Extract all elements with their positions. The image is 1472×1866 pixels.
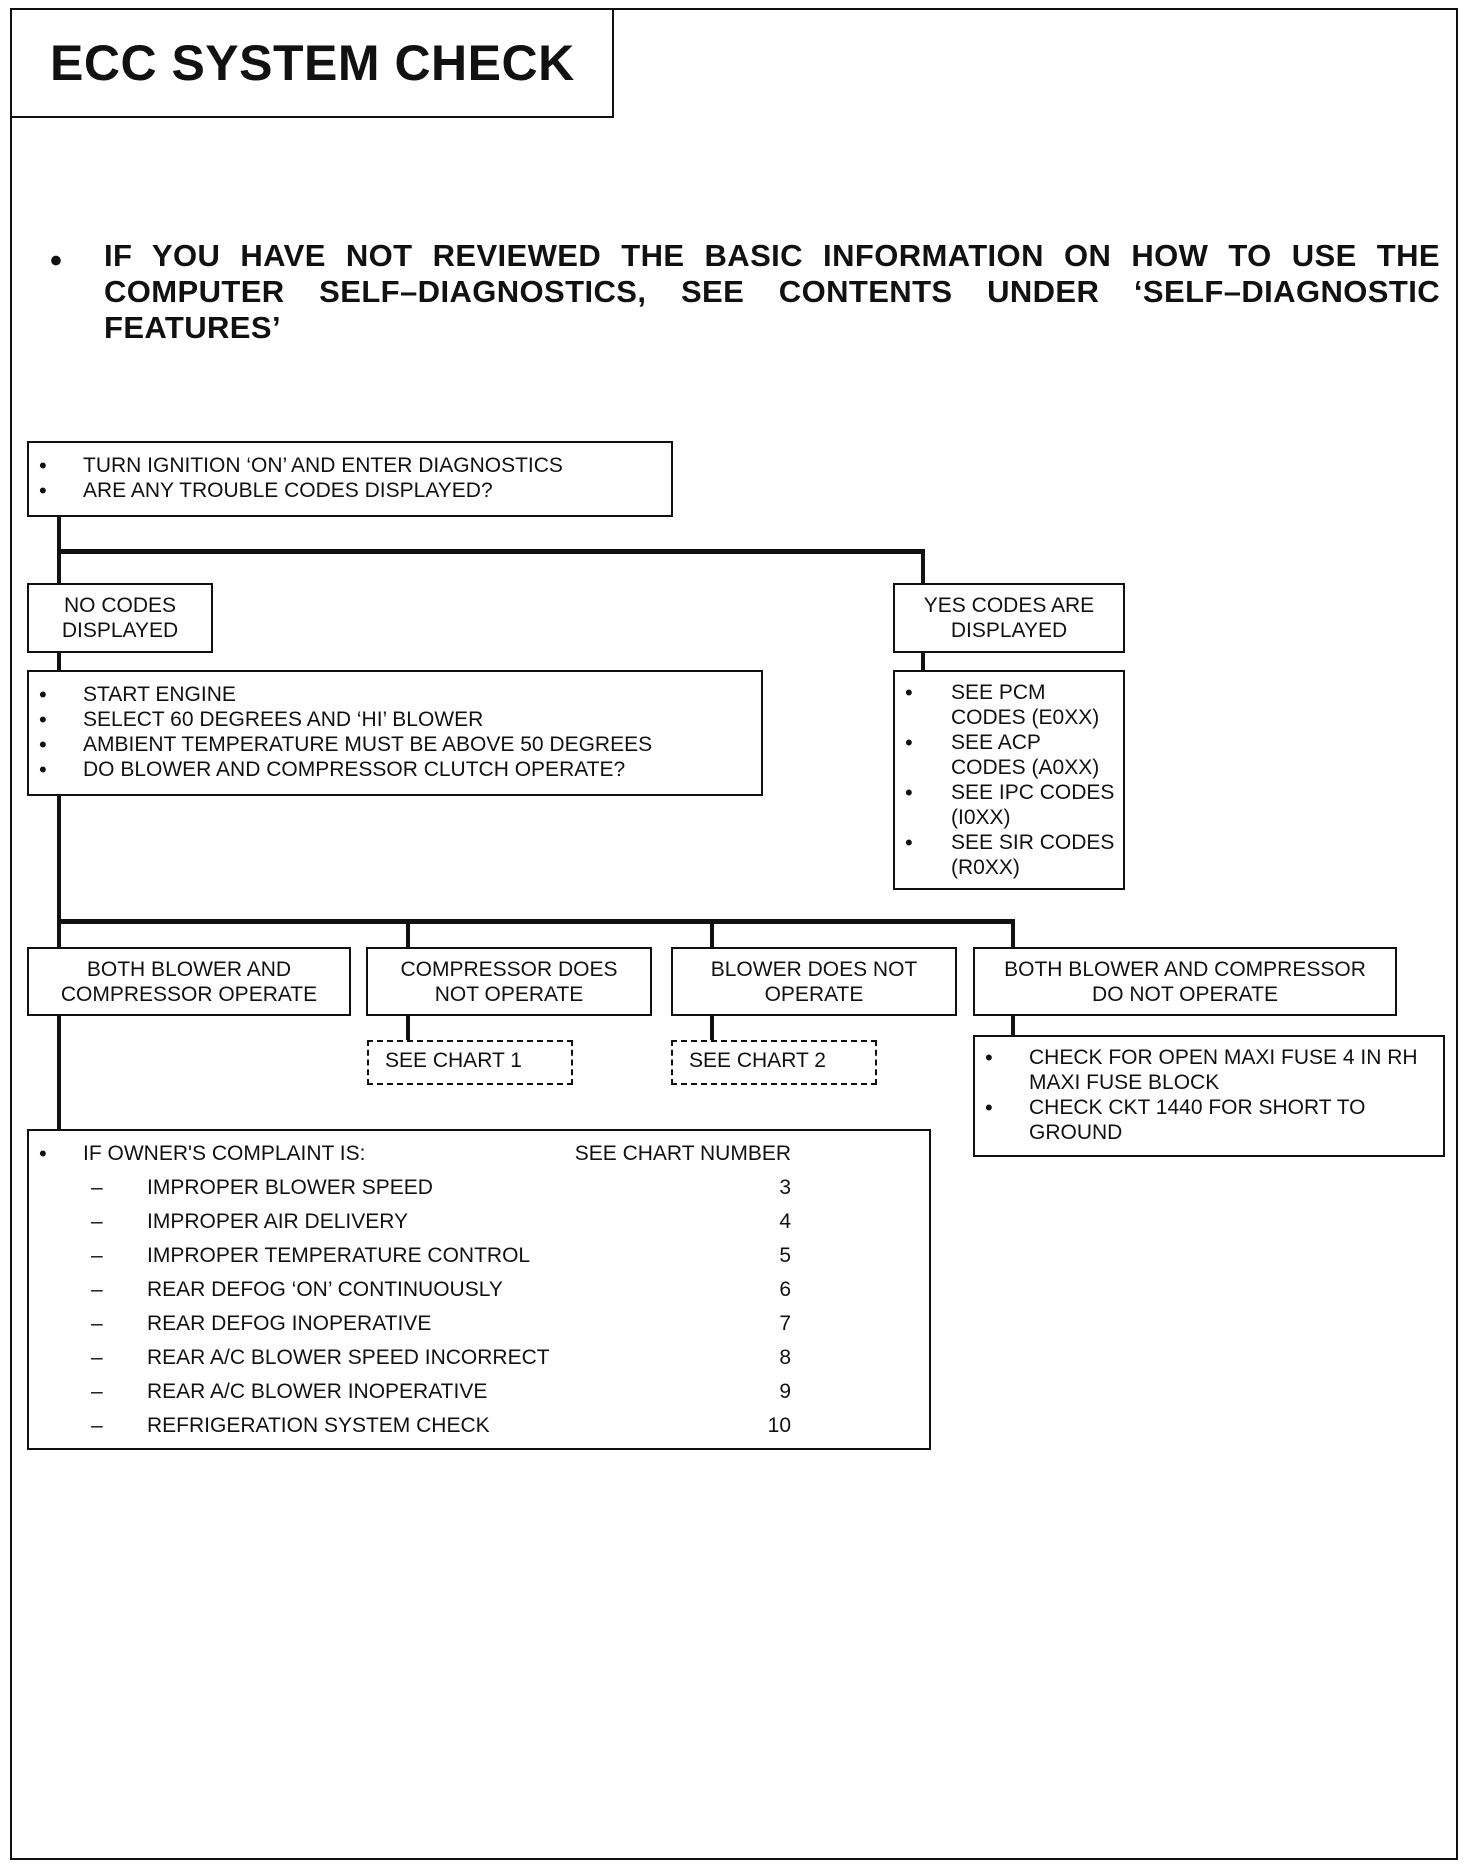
blower-not-box: BLOWER DOES NOT OPERATE [671,947,957,1016]
dash-marker: – [91,1278,103,1301]
owner-complaint-box: • IF OWNER'S COMPLAINT IS: SEE CHART NUM… [27,1129,931,1450]
complaint-row: – IMPROPER TEMPERATURE CONTROL 5 [29,1239,793,1273]
complaint-header-left: IF OWNER'S COMPLAINT IS: [83,1142,366,1165]
both-not-box: BOTH BLOWER AND COMPRESSOR DO NOT OPERAT… [973,947,1397,1016]
see-chart-2-box[interactable]: SEE CHART 2 [671,1040,877,1085]
dash-marker: – [91,1312,103,1335]
complaint-label: REAR A/C BLOWER INOPERATIVE [147,1380,488,1403]
connector-both-not-drop [1011,919,1015,947]
connector-outcome-horizontal [57,919,1015,924]
connector-fuse [1011,1015,1015,1035]
page-title: ECC SYSTEM CHECK [50,35,575,91]
list-item: DO BLOWER AND COMPRESSOR CLUTCH OPERATE? [29,757,761,782]
connector-compressor-drop [406,919,410,947]
list-item: ARE ANY TROUBLE CODES DISPLAYED? [29,478,671,503]
no-codes-label: NO CODES DISPLAYED [61,594,179,642]
list-item: SEE SIR CODES (R0XX) [895,830,1123,880]
title-box: ECC SYSTEM CHECK [10,8,614,118]
list-item: AMBIENT TEMPERATURE MUST BE ABOVE 50 DEG… [29,732,761,757]
dash-marker: – [91,1176,103,1199]
list-item: TURN IGNITION ‘ON’ AND ENTER DIAGNOSTICS [29,453,671,478]
complaint-row: – IMPROPER BLOWER SPEED 3 [29,1171,793,1205]
complaint-label: IMPROPER TEMPERATURE CONTROL [147,1244,531,1267]
complaint-header-right: SEE CHART NUMBER [574,1142,791,1165]
list-item: SELECT 60 DEGREES AND ‘HI’ BLOWER [29,707,761,732]
complaint-label: REFRIGERATION SYSTEM CHECK [147,1414,490,1437]
chart-number: 10 [767,1414,791,1437]
chart-number: 5 [779,1244,791,1267]
see-chart-1-box[interactable]: SEE CHART 1 [367,1040,573,1085]
chart-number: 4 [779,1210,791,1233]
maxi-fuse-box: CHECK FOR OPEN MAXI FUSE 4 IN RH MAXI FU… [973,1035,1445,1157]
compressor-not-label: COMPRESSOR DOES NOT OPERATE [400,957,618,1006]
page-border [10,8,1458,1860]
connector-complaints [57,1015,61,1135]
connector-chart1 [406,1015,410,1045]
trouble-codes-box: SEE PCM CODES (E0XX) SEE ACP CODES (A0XX… [893,670,1125,890]
engine-list: START ENGINE SELECT 60 DEGREES AND ‘HI’ … [29,682,761,782]
chart-number: 9 [779,1380,791,1403]
list-item: SEE ACP CODES (A0XX) [895,730,1123,780]
connector-no-to-engine [57,652,61,672]
blower-not-label: BLOWER DOES NOT OPERATE [710,957,918,1006]
dash-marker: – [91,1244,103,1267]
compressor-not-box: COMPRESSOR DOES NOT OPERATE [366,947,652,1016]
complaint-row: – REAR A/C BLOWER SPEED INCORRECT 8 [29,1341,793,1375]
complaint-label: IMPROPER AIR DELIVERY [147,1210,409,1233]
connector-yes-to-codes [921,652,925,670]
dash-marker: – [91,1210,103,1233]
list-item: CHECK FOR OPEN MAXI FUSE 4 IN RH MAXI FU… [975,1045,1443,1095]
list-item: SEE IPC CODES (I0XX) [895,780,1123,830]
complaint-row: – REAR DEFOG ‘ON’ CONTINUOUSLY 6 [29,1273,793,1307]
complaint-label: REAR A/C BLOWER SPEED INCORRECT [147,1346,550,1369]
yes-codes-label: YES CODES ARE DISPLAYED [923,594,1095,642]
chart-number: 7 [779,1312,791,1335]
connector-top-horizontal [57,549,925,554]
connector-engine-down [57,795,61,947]
dash-marker: – [91,1414,103,1437]
no-codes-box: NO CODES DISPLAYED [27,583,213,653]
complaint-list: – IMPROPER BLOWER SPEED 3 – IMPROPER AIR DEL… [29,1171,793,1443]
list-item: SEE PCM CODES (E0XX) [895,680,1123,730]
start-engine-box: START ENGINE SELECT 60 DEGREES AND ‘HI’ … [27,670,763,796]
start-diagnostics-box: TURN IGNITION ‘ON’ AND ENTER DIAGNOSTICS… [27,441,673,517]
complaint-label: REAR DEFOG ‘ON’ CONTINUOUSLY [147,1278,503,1301]
complaint-row: – REAR A/C BLOWER INOPERATIVE 9 [29,1375,793,1409]
connector-blower-drop [710,919,714,947]
complaint-header: • IF OWNER'S COMPLAINT IS: SEE CHART NUM… [29,1141,793,1171]
see-chart-2-label: SEE CHART 2 [689,1049,826,1072]
intro-text: IF YOU HAVE NOT REVIEWED THE BASIC INFOR… [104,238,1440,345]
bullet-icon: • [39,1141,47,1166]
complaint-row: – REAR DEFOG INOPERATIVE 7 [29,1307,793,1341]
both-operate-label: BOTH BLOWER AND COMPRESSOR OPERATE [60,957,318,1006]
chart-number: 3 [779,1176,791,1199]
dash-marker: – [91,1346,103,1369]
complaint-label: IMPROPER BLOWER SPEED [147,1176,433,1199]
list-item: CHECK CKT 1440 FOR SHORT TO GROUND [975,1095,1443,1145]
list-item: START ENGINE [29,682,761,707]
connector-yes-down [921,549,925,583]
complaint-row: – IMPROPER AIR DELIVERY 4 [29,1205,793,1239]
complaint-row: – REFRIGERATION SYSTEM CHECK 10 [29,1409,793,1443]
fuse-list: CHECK FOR OPEN MAXI FUSE 4 IN RH MAXI FU… [975,1045,1443,1145]
yes-codes-box: YES CODES ARE DISPLAYED [893,583,1125,653]
see-chart-1-label: SEE CHART 1 [385,1049,522,1072]
both-not-label: BOTH BLOWER AND COMPRESSOR DO NOT OPERAT… [1004,957,1366,1006]
chart-number: 6 [779,1278,791,1301]
connector-chart2 [710,1015,714,1045]
start-list: TURN IGNITION ‘ON’ AND ENTER DIAGNOSTICS… [29,453,671,503]
chart-number: 8 [779,1346,791,1369]
both-operate-box: BOTH BLOWER AND COMPRESSOR OPERATE [27,947,351,1016]
intro-note: • IF YOU HAVE NOT REVIEWED THE BASIC INF… [50,238,1440,346]
codes-list: SEE PCM CODES (E0XX) SEE ACP CODES (A0XX… [895,680,1123,880]
complaint-label: REAR DEFOG INOPERATIVE [147,1312,432,1335]
bullet-icon: • [50,242,62,280]
dash-marker: – [91,1380,103,1403]
